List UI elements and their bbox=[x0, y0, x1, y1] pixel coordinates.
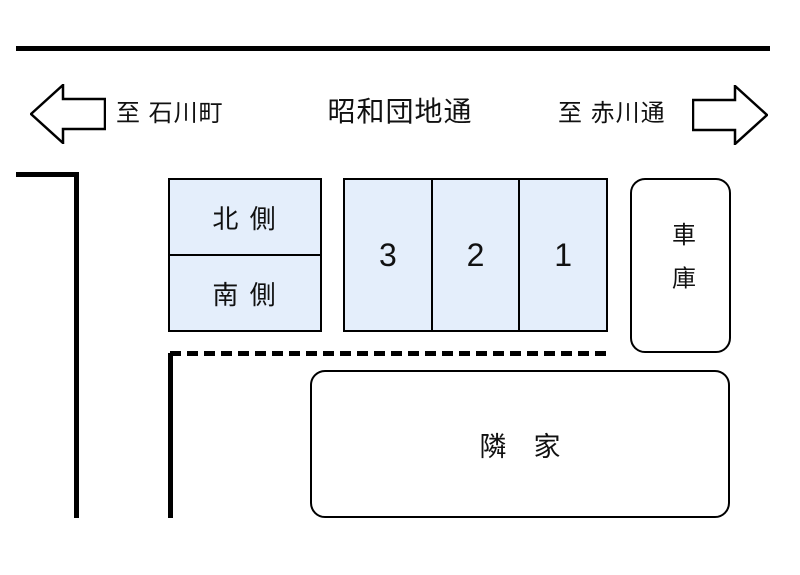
street-name-label: 昭和団地通 bbox=[327, 96, 473, 127]
neighbor-house-box: 隣 家 bbox=[310, 370, 730, 518]
arrow-left-icon bbox=[30, 84, 106, 144]
parking-space-3-label: 3 bbox=[378, 236, 397, 273]
north-side-cell: 北 側 bbox=[170, 180, 320, 256]
boundary-left-top-segment bbox=[16, 172, 78, 177]
north-side-label: 北 側 bbox=[212, 203, 278, 234]
north-south-parking-box: 北 側 南 側 bbox=[168, 178, 322, 332]
parking-space-3: 3 bbox=[345, 180, 431, 330]
south-side-cell: 南 側 bbox=[170, 256, 320, 330]
arrow-right-icon bbox=[692, 85, 768, 145]
parking-space-2-label: 2 bbox=[466, 236, 485, 273]
garage-label: 車庫 bbox=[667, 222, 695, 309]
garage-box: 車庫 bbox=[630, 178, 731, 353]
boundary-inner-vertical-line bbox=[168, 353, 173, 518]
parking-space-1: 1 bbox=[518, 180, 606, 330]
parking-space-1-label: 1 bbox=[554, 236, 573, 273]
destination-left-label: 至 石川町 bbox=[116, 100, 224, 127]
south-side-label: 南 側 bbox=[212, 279, 278, 310]
neighbor-house-label: 隣 家 bbox=[479, 431, 561, 462]
parking-space-2: 2 bbox=[430, 180, 519, 330]
boundary-left-vertical-line bbox=[74, 172, 79, 518]
parking-spaces-row: 3 2 1 bbox=[343, 178, 608, 332]
destination-right-label: 至 赤川通 bbox=[558, 100, 666, 127]
boundary-dashed-line bbox=[170, 351, 610, 356]
road-edge-line bbox=[16, 46, 770, 51]
